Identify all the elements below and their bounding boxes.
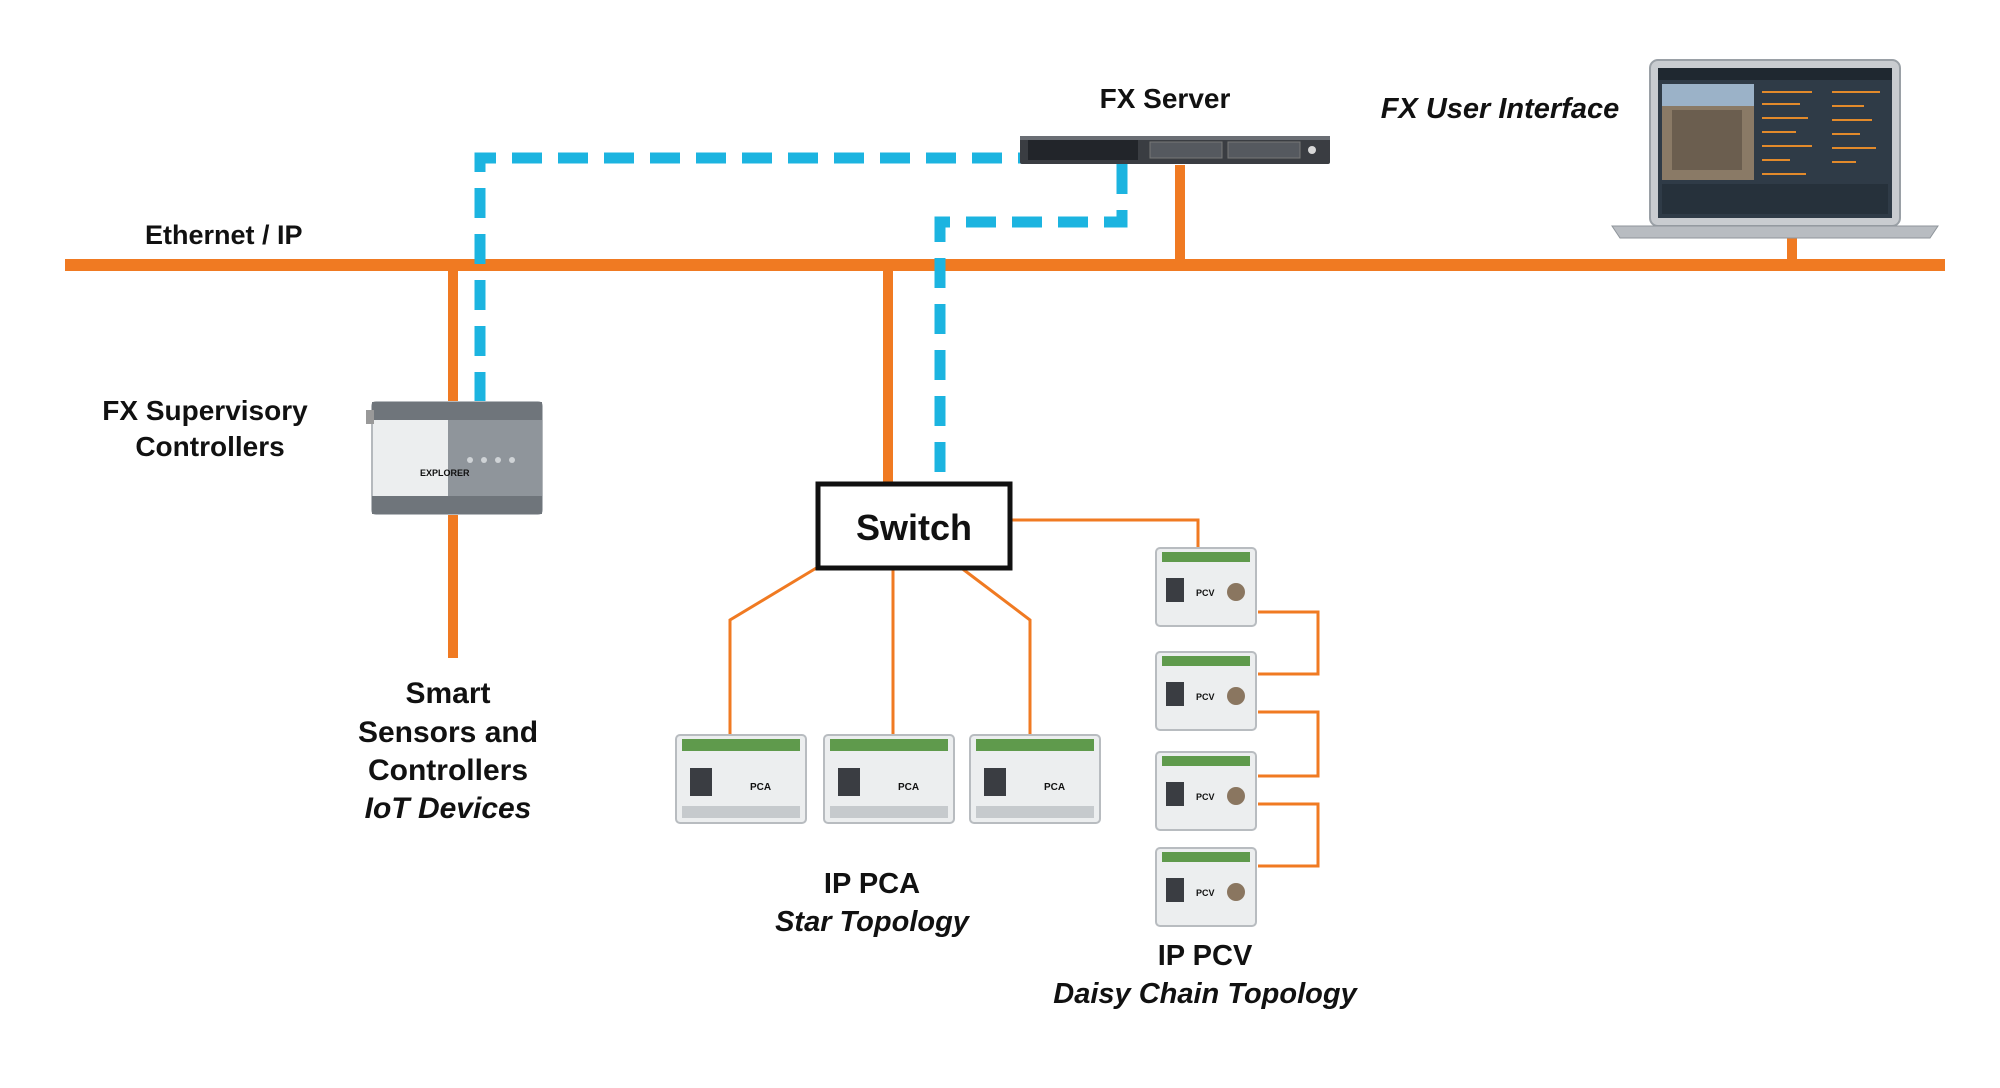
pcv-device-3: PCV [1155, 751, 1257, 831]
daisy-chain-3 [1258, 802, 1320, 868]
svg-text:PCV: PCV [1196, 588, 1215, 598]
server-drive-bay-1 [1149, 141, 1223, 159]
smart-label-4: IoT Devices [365, 792, 532, 825]
svg-text:PCA: PCA [1044, 782, 1065, 793]
fx-supervisory-label-1: FX Supervisory [102, 395, 308, 426]
dashed-link-switch-server [934, 158, 1128, 472]
daisy-chain-1 [1258, 610, 1320, 676]
switch-node: Switch [815, 481, 1013, 571]
laptop-base [1611, 225, 1939, 239]
daisy-chain-2 [1258, 710, 1320, 778]
pcv-controllers: PCV PCV PCV PCV [1155, 547, 1257, 927]
pca-device-2: PCA [823, 734, 955, 824]
server-power-led [1308, 146, 1316, 154]
fx-server-label: FX Server [1100, 83, 1231, 114]
star-topology-label: Star Topology [775, 906, 971, 938]
screen-menu-lines [1762, 91, 1880, 175]
star-line-left [728, 565, 819, 735]
ip-pcv-label: IP PCV [1158, 940, 1253, 972]
star-line-right [959, 565, 1032, 735]
screen-building-sky [1662, 84, 1754, 106]
dashed-link-supervisory-server [474, 152, 1022, 402]
pca-controllers: PCA PCA PCA [675, 734, 1101, 824]
explorer-tag: EXPLORER [420, 468, 470, 478]
svg-text:PCA: PCA [898, 782, 919, 793]
screen-building-windows [1672, 110, 1742, 170]
switch-label: Switch [856, 507, 972, 548]
ethernet-lines [65, 165, 1945, 658]
server-front-left [1028, 140, 1138, 160]
pca-device-3: PCA [969, 734, 1101, 824]
smart-label-3: Controllers [368, 754, 528, 787]
switch-to-pcv-line [1010, 518, 1200, 548]
diagram-labels: FX Server FX User Interface Ethernet / I… [102, 83, 1619, 1010]
pcv-device-2: PCV [1155, 651, 1257, 731]
pca-device-1: PCA [675, 734, 807, 824]
laptop [1611, 59, 1939, 239]
fx-supervisory-label-2: Controllers [135, 431, 284, 462]
svg-text:PCV: PCV [1196, 888, 1215, 898]
supervisory-controller: EXPLORER [366, 401, 543, 515]
dashed-links [474, 152, 1128, 472]
controller-dark-panel [448, 402, 542, 514]
controller-bottom-rail [372, 496, 542, 514]
svg-text:PCV: PCV [1196, 692, 1215, 702]
topology-lines [728, 518, 1320, 868]
controller-side-tab [366, 410, 374, 424]
switch-box [815, 481, 1013, 571]
ip-pca-label: IP PCA [824, 868, 920, 900]
pcv-device-4: PCV [1155, 847, 1257, 927]
server-top-edge [1020, 136, 1330, 140]
fx-user-interface-label: FX User Interface [1381, 93, 1620, 125]
ethernet-ip-label: Ethernet / IP [145, 220, 303, 250]
smart-label-1: Smart [405, 677, 490, 710]
fx-server [1020, 136, 1330, 164]
screen-footer [1662, 184, 1888, 214]
pcv-device-1: PCV [1155, 547, 1257, 627]
svg-text:PCV: PCV [1196, 792, 1215, 802]
controller-top-rail [372, 402, 542, 420]
svg-text:PCA: PCA [750, 782, 771, 793]
screen-header-bar [1658, 68, 1892, 80]
smart-label-2: Sensors and [358, 716, 538, 749]
daisy-chain-topology-label: Daisy Chain Topology [1053, 978, 1358, 1010]
server-drive-bay-2 [1227, 141, 1301, 159]
